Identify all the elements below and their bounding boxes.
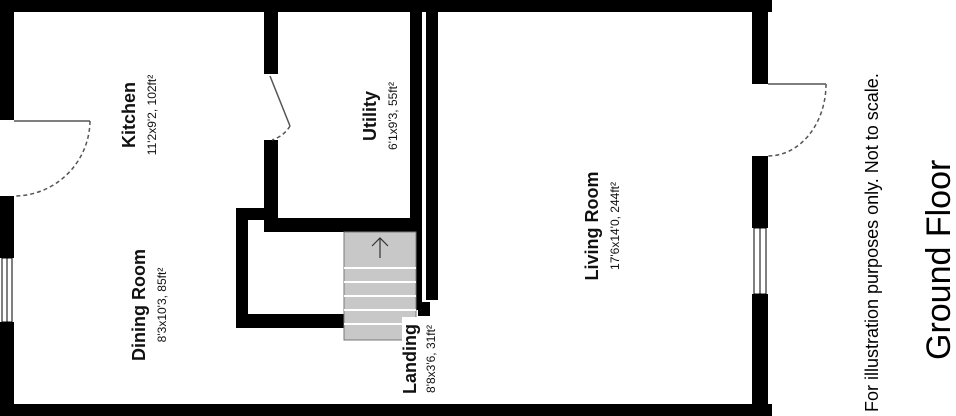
- kitchen-dims: 11'2x9'2, 102ft²: [145, 75, 159, 155]
- cupboard-left-wall: [236, 208, 248, 328]
- living-top-wall: [426, 0, 772, 12]
- living-left-wall: [426, 0, 438, 300]
- utility-door-swing: [271, 125, 291, 141]
- landing-dims: 8'8x3'6, 31ft²: [424, 325, 438, 393]
- utility-label: Utility 6'1x9'3, 55ft²: [360, 82, 400, 150]
- living-right-wall-lower: [752, 294, 768, 416]
- living-room-name: Living Room: [582, 172, 602, 281]
- kitchen-door-swing: [13, 120, 91, 197]
- landing-label: Landing 8'8x3'6, 31ft²: [400, 317, 439, 401]
- kitchen-label: Kitchen 11'2x9'2, 102ft²: [119, 75, 159, 155]
- living-bottom-wall: [426, 404, 772, 416]
- living-right-wall-mid: [752, 156, 768, 228]
- living-right-wall-upper: [752, 0, 768, 84]
- landing-post: [418, 302, 430, 316]
- living-room-label: Living Room 17'6x14'0, 244ft²: [582, 172, 622, 281]
- cupboard-bottom-wall: [236, 314, 344, 328]
- dining-room-name: Dining Room: [129, 249, 149, 361]
- utility-name: Utility: [360, 91, 380, 141]
- kitchen-utility-wall-upper: [264, 0, 278, 74]
- living-room-dims: 17'6x14'0, 244ft²: [608, 182, 622, 270]
- dining-room-dims: 8'3x10'3, 85ft²: [155, 268, 169, 343]
- left-block-bottom-wall: [0, 404, 428, 416]
- utility-door-leaf: [269, 75, 291, 127]
- utility-dims: 6'1x9'3, 55ft²: [386, 82, 400, 150]
- left-outer-wall-mid: [0, 196, 14, 258]
- floor-title: Ground Floor: [920, 159, 956, 360]
- front-door-swing: [767, 83, 827, 157]
- disclaimer-note: For illustration purposes only. Not to s…: [862, 73, 882, 412]
- kitchen-utility-wall-lower: [264, 140, 278, 220]
- landing-name: Landing: [400, 324, 420, 394]
- kitchen-name: Kitchen: [119, 82, 139, 148]
- left-block-top-wall: [0, 0, 428, 12]
- utility-bottom-wall: [264, 218, 422, 232]
- dining-room-label: Dining Room 8'3x10'3, 85ft²: [129, 249, 169, 361]
- left-outer-wall-lower: [0, 322, 14, 416]
- left-outer-wall-upper: [0, 0, 14, 120]
